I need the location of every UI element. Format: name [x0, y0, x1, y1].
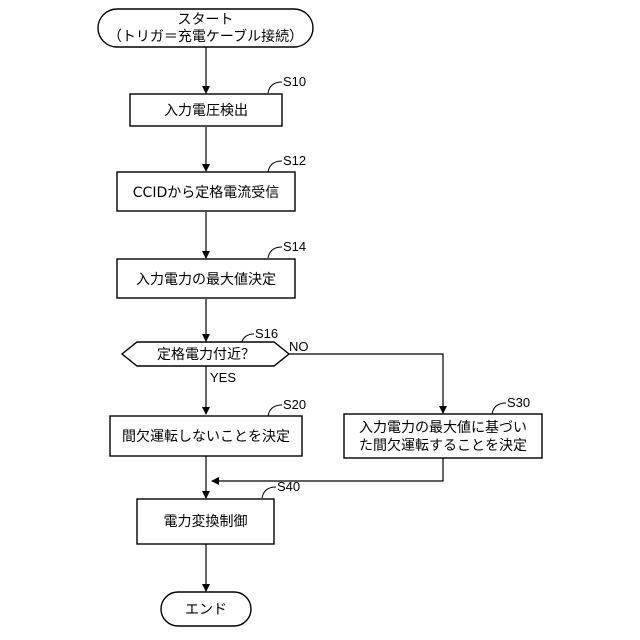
s20-text: 間欠運転しないことを決定 [122, 429, 290, 445]
s20-label: S20 [283, 397, 306, 412]
s10-label: S10 [283, 74, 306, 89]
s12-text: CCIDから定格電流受信 [133, 185, 279, 201]
s30-leader [492, 403, 506, 414]
s14-leader [268, 247, 282, 258]
s40-label: S40 [277, 479, 300, 494]
end-text: エンド [185, 602, 227, 618]
s14-text: 入力電力の最大値決定 [136, 272, 276, 288]
end-terminal: エンド [161, 592, 251, 626]
branch-no-label: NO [289, 339, 309, 354]
s10-text: 入力電圧検出 [164, 103, 248, 119]
s16-label: S16 [255, 326, 278, 341]
step-s40: 電力変換制御 S40 [137, 479, 300, 544]
s30-text-line2: た間欠運転することを決定 [359, 438, 527, 454]
s40-text: 電力変換制御 [164, 513, 248, 530]
s12-leader [268, 161, 282, 172]
s20-leader [268, 405, 282, 416]
arrow-s16-no-to-s30 [289, 354, 443, 413]
s30-label: S30 [507, 395, 530, 410]
s40-leader [262, 487, 276, 498]
s10-leader [268, 82, 282, 93]
start-trigger-text: （トリガ＝充電ケーブル接続） [108, 28, 303, 45]
arrow-s30-to-s40 [212, 458, 443, 481]
start-terminal: スタート （トリガ＝充電ケーブル接続） [98, 9, 313, 47]
s16-text: 定格電力付近？ [157, 347, 255, 363]
branch-yes-label: YES [210, 370, 236, 385]
decision-s16: 定格電力付近？ S16 NO YES [122, 326, 309, 385]
s14-label: S14 [283, 239, 306, 254]
s12-label: S12 [283, 153, 306, 168]
start-title: スタート [178, 12, 234, 28]
s30-text-line1: 入力電力の最大値に基づい [359, 419, 527, 436]
